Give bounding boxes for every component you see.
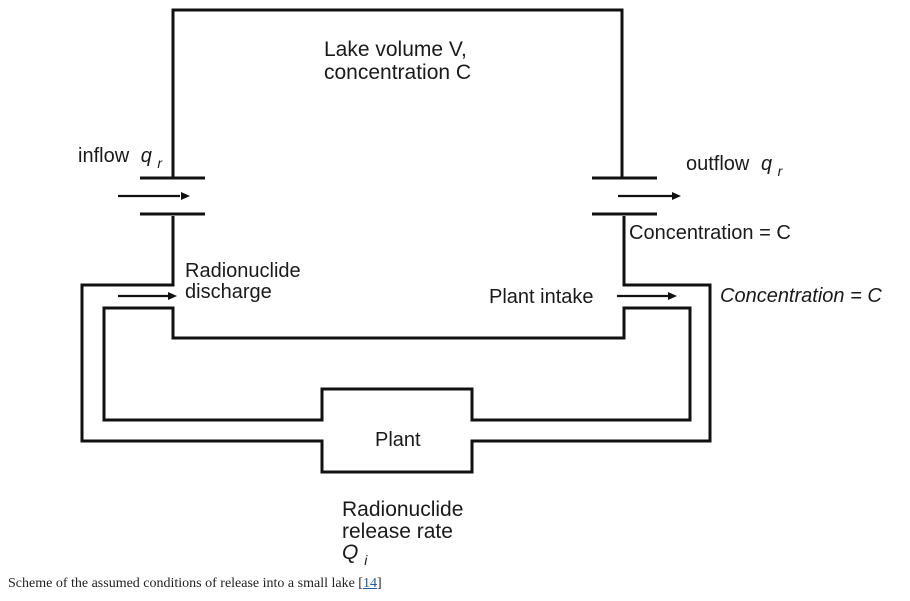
reference-link[interactable]: 14 [362, 576, 377, 591]
lake-release-scheme: Lake volume V, concentration C inflow q … [78, 8, 882, 568]
lake-outline [171, 8, 624, 178]
outlet-concentration-label: Concentration = C [629, 222, 791, 244]
outflow-label: outflow q r [686, 153, 784, 179]
release-label-line1: Radionuclide [342, 498, 463, 521]
discharge-label-line2: discharge [185, 281, 272, 303]
caption-ref-close: ] [376, 576, 382, 591]
discharge-label-line1: Radionuclide [185, 260, 301, 282]
discharge-arrow [118, 292, 177, 300]
lake-label-line1: Lake volume V, [324, 38, 467, 61]
release-symbol: Q i [342, 541, 368, 568]
lake-bottom-loop [102, 306, 692, 422]
figure-caption: Scheme of the assumed conditions of rele… [8, 576, 908, 592]
intake-arrow [617, 292, 677, 300]
inflow-label: inflow q r [78, 145, 163, 171]
release-label-line2: release rate [342, 520, 453, 543]
caption-ref-open: [ [358, 576, 363, 591]
outflow-arrow [618, 192, 681, 200]
intake-concentration-label: Concentration = C [720, 285, 882, 307]
plant-intake-label: Plant intake [489, 286, 594, 308]
lake-left-lower-wall [80, 216, 712, 474]
lake-label-line2: concentration C [324, 61, 471, 84]
plant-label: Plant [375, 429, 421, 451]
inflow-arrow [118, 192, 190, 200]
caption-text: Scheme of the assumed conditions of rele… [8, 576, 359, 591]
